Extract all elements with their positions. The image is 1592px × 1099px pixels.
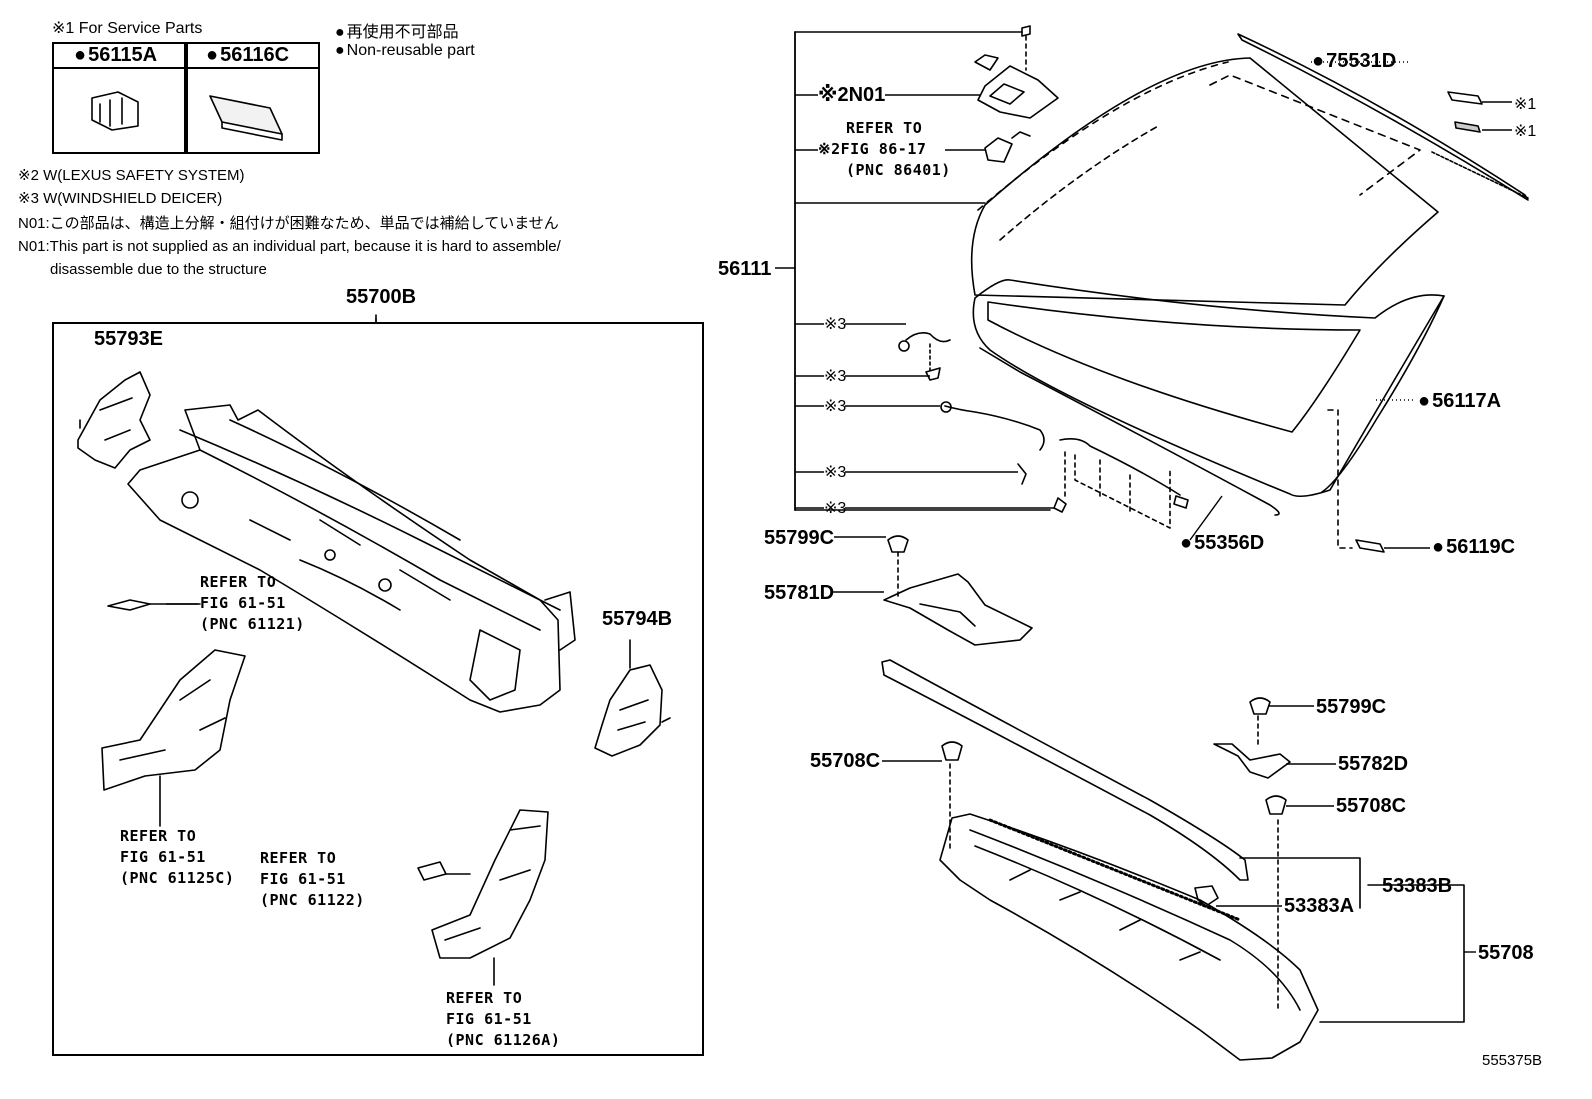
deicer-mark-5: ※3 [824,500,847,517]
part-75531d-label: 75531D [1312,50,1396,73]
deicer-mark-4: ※3 [824,464,847,481]
pillar-61126a-sketch [431,809,549,986]
part-n01-label: ※2N01 [818,84,886,106]
ref-fig-61-51-pnc-61125c: REFER TO FIG 61-51 (PNC 61125C) [120,827,235,887]
note-n01-jp: N01:この部品は、構造上分解・組付けが困難なため、単品では補給していません [18,215,559,232]
part-55356d-label: 55356D [1180,532,1264,555]
ref-fig-61-51-pnc-61126a: REFER TO FIG 61-51 (PNC 61126A) [446,989,561,1049]
deicer-mark-1: ※3 [824,316,847,333]
part-56111-label: 56111 [718,258,772,280]
part-55781d-label: 55781D [764,582,835,604]
top-moulding-sketch [1237,33,1529,201]
note-lexus-safety: ※2 W(LEXUS SAFETY SYSTEM) [18,167,245,184]
service-part-a-cell [52,42,188,154]
ref-fig-86-17-pnc-86401: REFER TO ※2FIG 86-17 (PNC 86401) [818,119,951,179]
bracket-55794b-sketch [594,664,671,757]
part-55708c-left-label: 55708C [810,750,881,772]
deicer-wiring-sketch [898,332,1189,529]
part-56115a-label: 56115A [74,44,157,67]
service-strip-sketch [1447,91,1483,133]
part-55793e-label: 55793E [94,328,163,350]
bracket-55793e-sketch [77,371,151,469]
part-55708c-right-label: 55708C [1336,795,1407,817]
dash-panel-group-box [52,322,704,1056]
service-parts-label: ※1 For Service Parts [52,20,203,37]
service-part-b-sketch [209,95,283,141]
part-53383b-label: 53383B [1382,875,1453,897]
ref-fig-61-51-pnc-61122: REFER TO FIG 61-51 (PNC 61122) [260,849,365,909]
pillar-61125c-sketch [101,649,246,827]
deicer-mark-2: ※3 [824,368,847,385]
note-windshield-deicer: ※3 W(WINDSHIELD DEICER) [18,190,223,207]
non-reusable-jp-label: 再使用不可部品 [335,18,459,42]
ref-fig-61-51-pnc-61121: REFER TO FIG 61-51 (PNC 61121) [200,573,305,633]
service-part-b-cell [184,42,320,154]
note-n01-en-2: disassemble due to the structure [50,261,267,278]
dash-panel-sketch [127,404,576,713]
legend-header-divider [52,67,318,69]
service-part-a-sketch [91,91,139,131]
windshield-glass-sketch [970,57,1445,516]
service-mark-1: ※1 [1514,96,1537,113]
cowl-seal-sketch [881,659,1249,881]
part-55782d-label: 55782D [1338,753,1409,775]
service-mark-2: ※1 [1514,123,1537,140]
part-56117a-label: 56117A [1418,390,1501,413]
part-55794b-label: 55794B [602,608,673,630]
part-55700b-label: 55700B [346,286,417,308]
cowl-side-sketch [883,535,1033,646]
cowl-bracket-sketch [941,697,1291,1011]
note-n01-en-1: N01:This part is not supplied as an indi… [18,238,561,255]
sensor-bracket-sketch [974,25,1059,163]
cowl-top-panel-sketch [939,813,1319,1061]
non-reusable-en-label: Non-reusable part [335,42,475,60]
deicer-mark-3: ※3 [824,398,847,415]
part-55708-label: 55708 [1478,942,1534,964]
part-55799c-lower-label: 55799C [1316,696,1387,718]
figure-id: 555375B [1482,1052,1543,1069]
part-56119c-label: 56119C [1432,536,1515,559]
part-55799c-upper-label: 55799C [764,527,835,549]
part-53383a-label: 53383A [1284,895,1355,917]
part-56116c-label: 56116C [206,44,289,67]
